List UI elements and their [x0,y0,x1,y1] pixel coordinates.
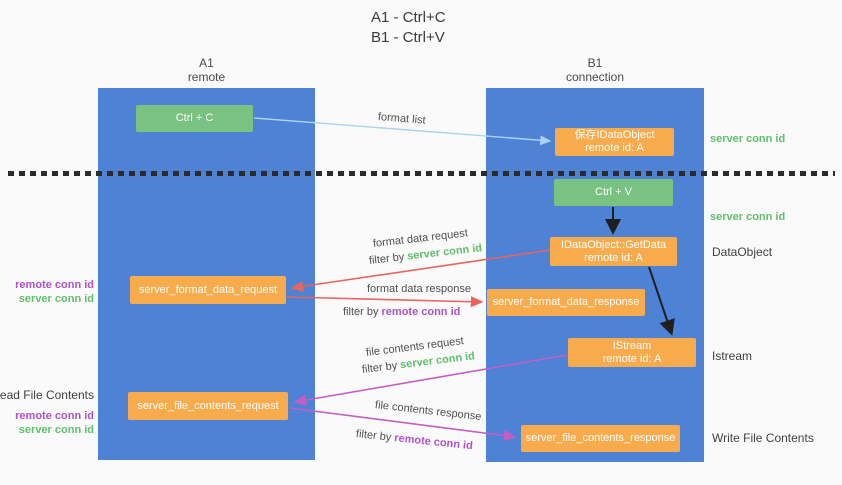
filter-by-prefix-1: filter by [368,250,408,267]
getdata-line1: IDataObject::GetData [560,238,667,251]
istream-line2: remote id: A [602,352,662,365]
write-file-contents-label: Write File Contents [712,431,814,445]
istream-side-label: Istream [712,349,753,363]
server-conn-id-label-top: server conn id [710,133,786,145]
server-format-data-response-node: server_format_data_response [487,289,645,316]
server-conn-id-label-left-2: server conn id [18,424,94,436]
ctrl-v-label: Ctrl + V [595,186,632,198]
server-format-data-request-node: server_format_data_request [130,276,286,304]
column-header-a1: A1 remote [98,56,315,84]
server-conn-id-label-mid: server conn id [710,211,786,223]
save-idataobject-line1: 保存IDataObject [574,129,655,141]
column-a1-role: remote [187,70,226,84]
column-a1-name: A1 [199,56,214,70]
server-format-data-response-label: server_format_data_response [492,296,640,308]
column-header-b1: B1 connection [486,56,704,84]
filter-by-value-1: server conn id [406,242,483,263]
remote-conn-id-label-2: remote conn id [15,410,94,422]
server-file-contents-request-node: server_file_contents_request [128,392,288,420]
save-idataobject-line2: remote id: A [585,142,644,154]
ctrl-c-label: Ctrl + C [175,112,214,124]
getdata-line2: remote id: A [584,251,643,264]
server-conn-id-label-left-1: server conn id [18,293,94,305]
ctrl-v-node: Ctrl + V [554,179,673,206]
server-file-contents-request-label: server_file_contents_request [137,399,279,412]
phase-separator-dotted-line [8,171,835,176]
filter-by-value-4: remote conn id [393,432,474,453]
server-file-contents-response-label: server_file_contents_response [525,432,676,444]
getdata-node: IDataObject::GetData remote id: A [550,237,677,266]
column-b1-role: connection [565,70,625,84]
filter-by-prefix-2: filter by [343,306,382,318]
ctrl-c-node: Ctrl + C [136,105,253,132]
column-b1-name: B1 [587,56,603,70]
save-idataobject-node: 保存IDataObject remote id: A [555,128,674,156]
file-contents-response-label: file contents response [374,399,483,424]
format-data-response-arrow [286,296,484,308]
file-contents-response-filter-label: filter by remote conn id [355,428,473,452]
filter-by-prefix-4: filter by [355,428,395,444]
read-file-contents-label: Read File Contents [0,388,94,402]
page-title: A1 - Ctrl+C B1 - Ctrl+V [371,8,446,48]
istream-line1: IStream [612,339,652,352]
format-data-response-filter-label: filter by remote conn id [343,306,460,318]
title-line-1: A1 - Ctrl+C [371,9,446,26]
istream-node: IStream remote id: A [568,338,696,367]
server-file-contents-response-node: server_file_contents_response [521,425,680,452]
filter-by-value-2: remote conn id [381,306,461,318]
dataobject-label: DataObject [712,245,773,259]
format-data-response-label: format data response [367,283,471,295]
title-line-2: B1 - Ctrl+V [371,29,445,46]
remote-conn-id-label-1: remote conn id [15,279,94,291]
format-list-label: format list [377,111,427,127]
server-format-data-request-label: server_format_data_request [138,283,278,296]
filter-by-prefix-3: filter by [361,359,401,376]
